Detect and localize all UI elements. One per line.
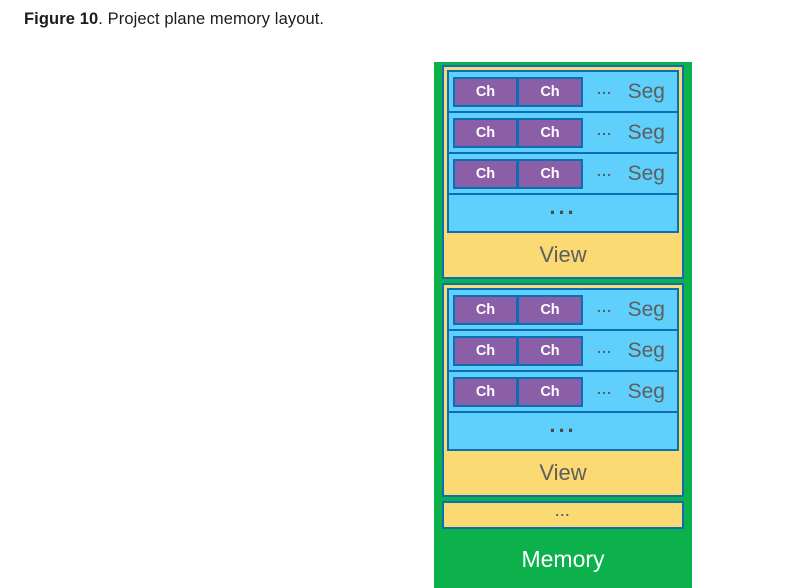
segment-row: Ch Ch ... Seg [449,113,677,154]
segment-ellipsis: ... [597,162,613,179]
chunk-box: Ch [518,376,583,407]
chunk-box: Ch [518,158,583,189]
segment-row: Ch Ch ... Seg [449,154,677,195]
segment-stack-ellipsis-row: ... [449,195,677,231]
chunk-box: Ch [453,335,518,366]
segment-stack-ellipsis-row: ... [449,413,677,449]
segment-label: Seg [627,298,665,321]
segment-label: Seg [627,339,665,362]
ellipsis-dots: ... [549,194,577,219]
segment-row: Ch Ch ... Seg [449,72,677,113]
segment-ellipsis: ... [597,339,613,356]
segment-stack: Ch Ch ... Seg Ch Ch ... Seg Ch Ch ... Se… [447,288,679,451]
view-label: View [539,242,587,267]
segment-row: Ch Ch ... Seg [449,331,677,372]
chunk-box: Ch [453,76,518,107]
view-block: Ch Ch ... Seg Ch Ch ... Seg Ch Ch ... Se… [442,65,684,279]
segment-row: Ch Ch ... Seg [449,372,677,413]
figure-caption: Figure 10. Project plane memory layout. [24,10,324,29]
chunk-box: Ch [518,117,583,148]
memory-label: Memory [521,545,605,572]
chunk-box: Ch [518,335,583,366]
chunk-box: Ch [453,158,518,189]
view-block: Ch Ch ... Seg Ch Ch ... Seg Ch Ch ... Se… [442,283,684,497]
chunk-box: Ch [518,76,583,107]
segment-ellipsis: ... [597,298,613,315]
chunk-box: Ch [518,294,583,325]
chunk-box: Ch [453,376,518,407]
segment-ellipsis: ... [597,121,613,138]
ellipsis-dots: ... [549,412,577,437]
segment-row: Ch Ch ... Seg [449,290,677,331]
figure-caption-text: . Project plane memory layout. [98,10,325,28]
segment-stack: Ch Ch ... Seg Ch Ch ... Seg Ch Ch ... Se… [447,70,679,233]
chunk-box: Ch [453,117,518,148]
figure-caption-label: Figure 10 [24,10,99,28]
view-label: View [539,460,587,485]
ellipsis-dots: ... [555,503,571,519]
segment-ellipsis: ... [597,80,613,97]
segment-ellipsis: ... [597,380,613,397]
segment-label: Seg [627,80,665,103]
view-ellipsis-row: ... [442,501,684,529]
segment-label: Seg [627,162,665,185]
chunk-box: Ch [453,294,518,325]
segment-label: Seg [627,121,665,144]
memory-container: Ch Ch ... Seg Ch Ch ... Seg Ch Ch ... Se… [434,62,692,588]
segment-label: Seg [627,380,665,403]
